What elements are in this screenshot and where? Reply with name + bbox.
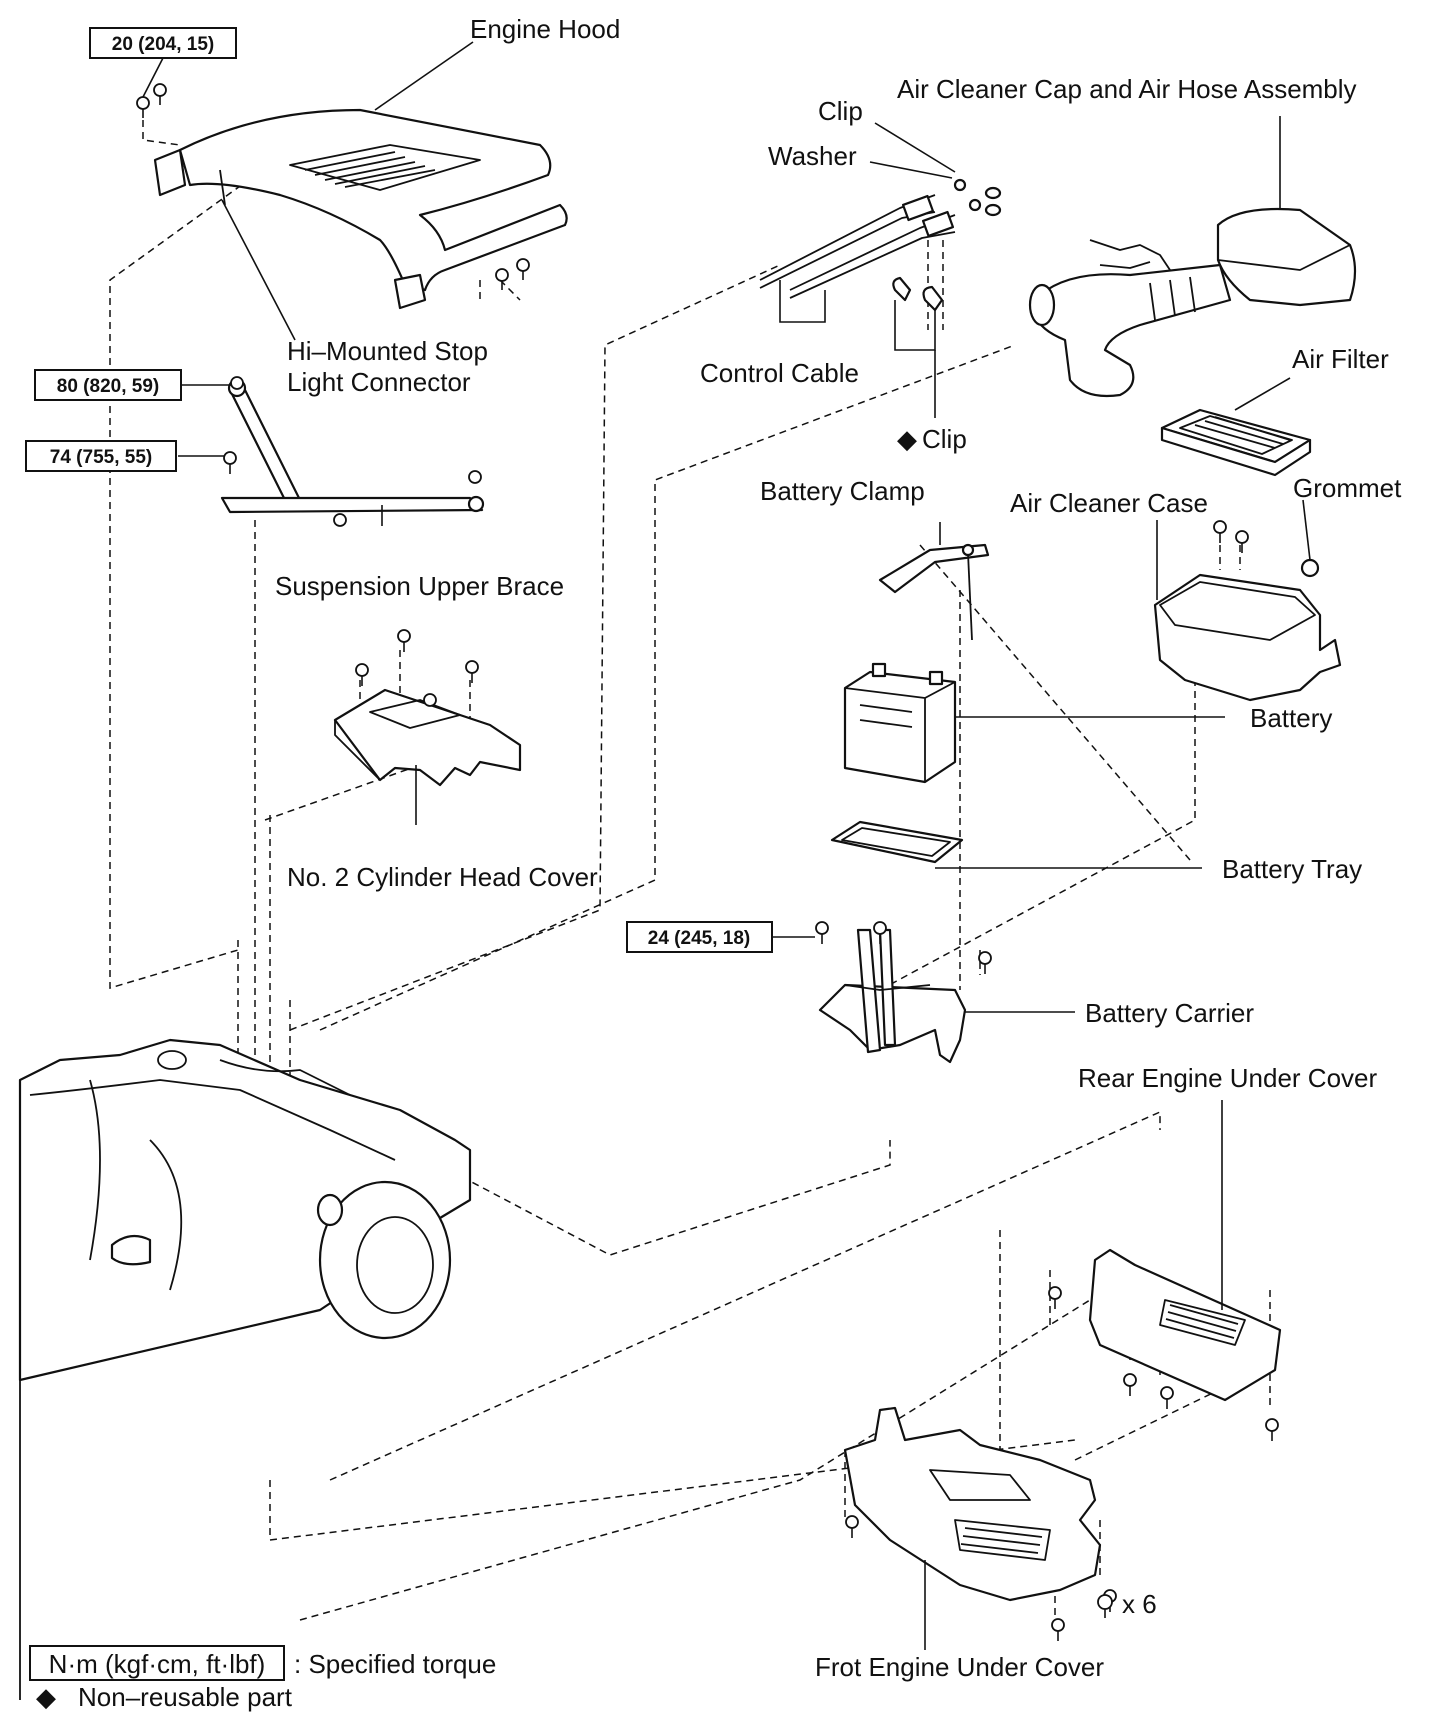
label-control-cable: Control Cable bbox=[700, 358, 859, 388]
label-engine-hood: Engine Hood bbox=[470, 14, 620, 44]
car-body bbox=[18, 1038, 472, 1700]
bolt-icon bbox=[153, 83, 167, 105]
nut-icon bbox=[230, 376, 244, 390]
legend-torque-box bbox=[29, 1645, 285, 1681]
legend-nonreusable-desc: Non–reusable part bbox=[78, 1682, 293, 1712]
torque-value: 20 (204, 15) bbox=[112, 34, 214, 55]
air-cleaner-cap-hose-assembly bbox=[1028, 207, 1357, 398]
bolt-icon bbox=[873, 921, 887, 944]
leader-lines bbox=[178, 41, 1311, 1650]
bolt-icon bbox=[1160, 1386, 1174, 1409]
control-cable bbox=[759, 178, 1002, 312]
part-labels: Engine Hood Hi–Mounted Stop Light Connec… bbox=[275, 14, 1402, 1682]
bolt-icon bbox=[516, 258, 530, 280]
torque-spec-brace-side: 74 (755, 55) bbox=[25, 440, 177, 472]
diamond-icon: ◆ bbox=[897, 424, 917, 454]
engine-hood bbox=[153, 108, 568, 310]
bolt-icon bbox=[978, 951, 992, 974]
battery-carrier bbox=[818, 928, 967, 1064]
battery-clamp bbox=[878, 543, 990, 641]
label-battery: Battery bbox=[1250, 703, 1332, 733]
label-washer: Washer bbox=[768, 141, 857, 171]
nut-icon bbox=[333, 513, 347, 527]
bolt-icon bbox=[397, 629, 411, 652]
label-clip-top: Clip bbox=[818, 96, 863, 126]
cylinder-head-cover bbox=[333, 688, 522, 787]
label-bolt-count: x 6 bbox=[1122, 1589, 1157, 1619]
bolt-icon bbox=[845, 1515, 859, 1538]
bolt-icon-group bbox=[136, 83, 1279, 1641]
legend-torque-desc: : Specified torque bbox=[294, 1649, 496, 1679]
torque-spec-hood: 20 (204, 15) bbox=[89, 27, 237, 98]
bolt-icon bbox=[1051, 1618, 1065, 1641]
label-front-engine-under-cover: Frot Engine Under Cover bbox=[815, 1652, 1104, 1682]
air-filter bbox=[1160, 408, 1312, 477]
nut-icon bbox=[423, 693, 437, 707]
label-battery-tray: Battery Tray bbox=[1222, 854, 1362, 884]
label-battery-carrier: Battery Carrier bbox=[1085, 998, 1254, 1028]
torque-value: 24 (245, 18) bbox=[648, 928, 750, 949]
torque-value: 80 (820, 59) bbox=[57, 376, 159, 397]
battery-tray bbox=[830, 820, 964, 864]
bolt-icon bbox=[1265, 1418, 1279, 1441]
front-engine-under-cover bbox=[843, 1406, 1102, 1602]
label-rear-engine-under-cover: Rear Engine Under Cover bbox=[1078, 1063, 1377, 1093]
label-cylinder-head-cover: No. 2 Cylinder Head Cover bbox=[287, 862, 598, 892]
diamond-icon: ◆ bbox=[36, 1682, 56, 1712]
bolt-icon bbox=[1123, 1373, 1137, 1396]
bolt-icon bbox=[495, 268, 509, 290]
torque-spec-battery-carrier: 24 (245, 18) bbox=[626, 921, 773, 953]
bolt-icon bbox=[1235, 530, 1249, 553]
label-hi-mounted-stop: Hi–Mounted Stop bbox=[287, 336, 488, 366]
bolt-icon bbox=[223, 451, 237, 474]
label-clip-bottom: Clip bbox=[922, 424, 967, 454]
label-air-filter: Air Filter bbox=[1292, 344, 1389, 374]
rear-engine-under-cover bbox=[1088, 1248, 1282, 1402]
label-battery-clamp: Battery Clamp bbox=[760, 476, 925, 506]
legend-torque-unit: N·m (kgf·cm, ft·lbf) bbox=[49, 1649, 266, 1679]
air-cleaner-case bbox=[1153, 558, 1342, 702]
label-light-connector: Light Connector bbox=[287, 367, 471, 397]
suspension-upper-brace bbox=[220, 378, 485, 514]
torque-spec-brace-top: 80 (820, 59) bbox=[34, 369, 182, 401]
bolt-icon bbox=[465, 660, 479, 683]
label-grommet: Grommet bbox=[1293, 473, 1402, 503]
bolt-icon bbox=[815, 921, 829, 944]
label-suspension-upper-brace: Suspension Upper Brace bbox=[275, 571, 564, 601]
battery bbox=[843, 662, 957, 784]
label-air-cleaner-case: Air Cleaner Case bbox=[1010, 488, 1208, 518]
bolt-icon bbox=[136, 96, 150, 118]
torque-value: 74 (755, 55) bbox=[50, 447, 152, 468]
nut-icon bbox=[468, 470, 482, 484]
bolt-icon bbox=[1097, 1594, 1113, 1618]
legend: N·m (kgf·cm, ft·lbf) : Specified torque … bbox=[29, 1645, 496, 1712]
label-air-cleaner-cap: Air Cleaner Cap and Air Hose Assembly bbox=[897, 74, 1357, 104]
bolt-icon bbox=[1048, 1286, 1062, 1309]
bolt-icon bbox=[1213, 520, 1227, 543]
bolt-icon bbox=[355, 663, 369, 686]
